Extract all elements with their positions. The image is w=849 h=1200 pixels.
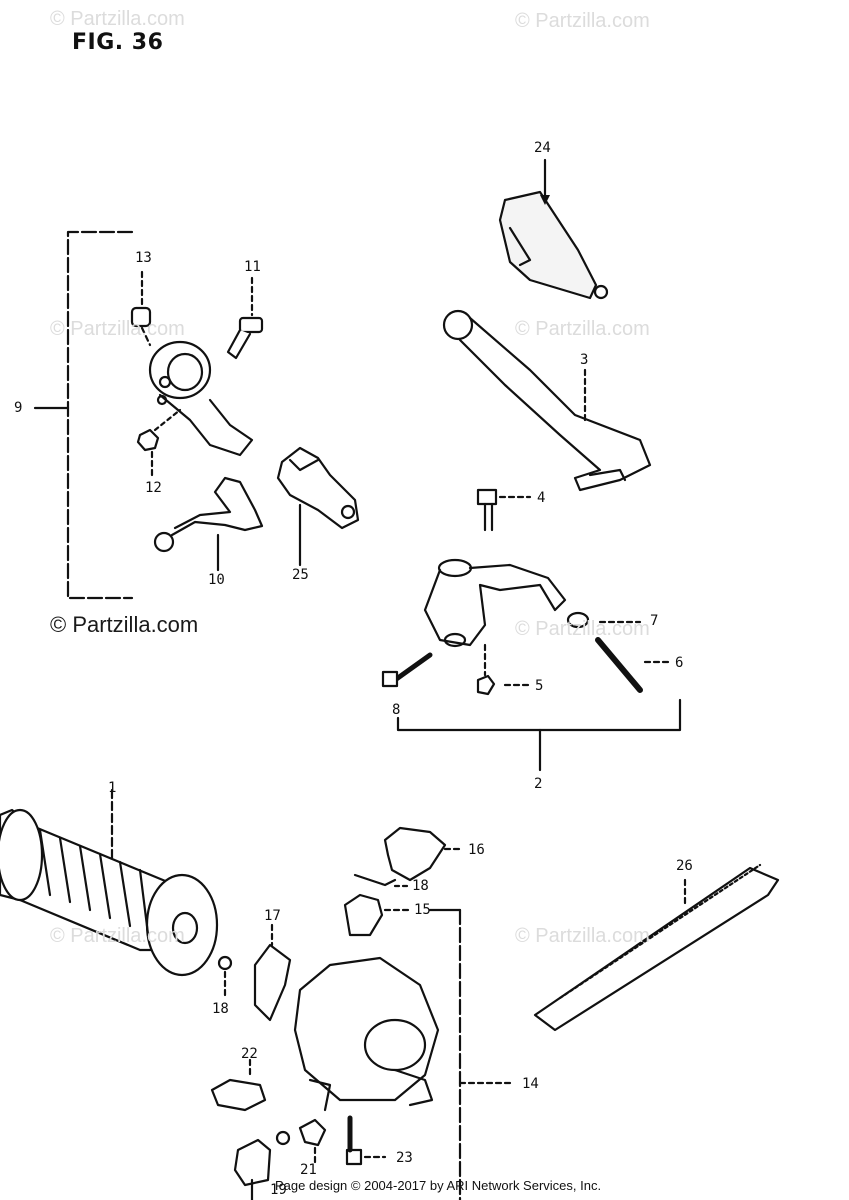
part-9-bracket [33,230,134,600]
callout-13: 13 [135,250,152,266]
callout-12: 12 [145,480,162,496]
callout-24: 24 [534,140,551,156]
watermark: © Partzilla.com [515,618,650,640]
part-16-switch-cover [383,826,464,882]
part-17-spring [253,923,292,1022]
callout-26: 26 [676,858,693,874]
part-18-screw-upper [353,873,412,888]
callout-21: 21 [300,1162,317,1178]
part-26-strap [533,863,780,1032]
callout-18: 18 [412,878,429,894]
part-18-screw-lower [217,955,233,997]
part-2-lever-holder [381,558,682,772]
callout-19: 19 [270,1182,287,1198]
part-13-screw [130,270,152,347]
part-25-switch-housing [276,446,360,567]
watermark: © Partzilla.com [515,10,650,32]
callout-5: 5 [535,678,544,694]
watermark: © Partzilla.com [50,8,185,30]
callout-22: 22 [241,1046,258,1062]
part-24-lever-cover [498,158,609,300]
part-11-pin [226,276,264,360]
part-23-bolt [345,1115,387,1166]
watermark: © Partzilla.com [515,318,650,340]
callout-18: 18 [212,1001,229,1017]
callout-16: 16 [468,842,485,858]
part-4-bolt [476,488,532,532]
part-1-grip [0,788,219,977]
callout-17: 17 [264,908,281,924]
callout-11: 11 [244,259,261,275]
callout-9: 9 [14,400,23,416]
callout-1: 1 [108,780,117,796]
callout-7: 7 [650,613,659,629]
callout-3: 3 [580,352,589,368]
watermark: © Partzilla.com [515,925,650,947]
callout-2: 2 [534,776,543,792]
callout-15: 15 [414,902,431,918]
figure-title: FIG. 36 [72,30,164,55]
part-14-switch-housing [293,956,440,1112]
part-10-lever [153,476,264,572]
callout-23: 23 [396,1150,413,1166]
part-21-screw [298,1118,327,1164]
footer-copyright: Page design © 2004-2017 by ARI Network S… [275,1178,602,1193]
part-12-nut [136,408,182,477]
part-15-knob [343,893,512,1200]
part-22-terminal [210,1058,267,1112]
callout-14: 14 [522,1076,539,1092]
part-19-contact [233,1130,291,1200]
callout-25: 25 [292,567,309,583]
part-3-lever [442,309,652,492]
part-9-holder [148,340,254,457]
callout-4: 4 [537,490,546,506]
callout-6: 6 [675,655,684,671]
watermark-main: © Partzilla.com [50,612,199,637]
callout-10: 10 [208,572,225,588]
watermark: © Partzilla.com [50,925,185,947]
watermark: © Partzilla.com [50,318,185,340]
callout-8: 8 [392,702,401,718]
